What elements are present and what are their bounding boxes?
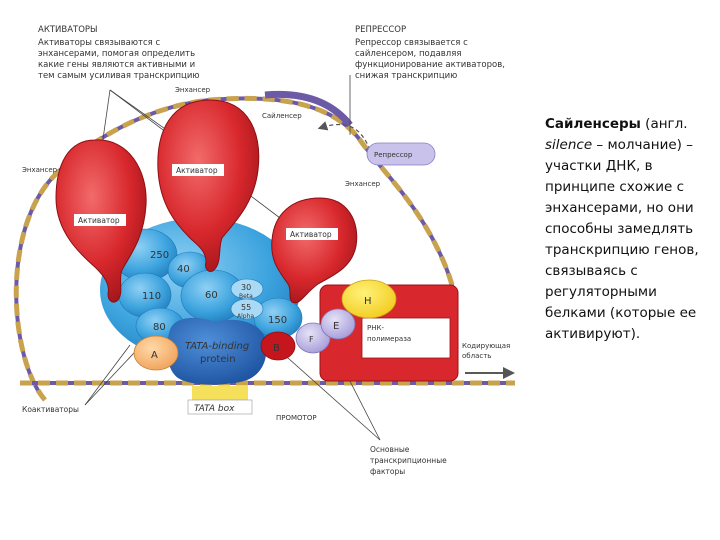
- definition-part-1: (англ.: [640, 116, 688, 132]
- repressor-line-3: функционирование активаторов,: [355, 60, 505, 70]
- activator-right-label: Активатор: [290, 230, 332, 239]
- basic-factors-label-3: факторы: [370, 467, 405, 476]
- repressor-arrow: [317, 121, 371, 151]
- repressor: [366, 142, 436, 166]
- subunit-30: 30: [241, 283, 251, 292]
- activators-title: АКТИВАТОРЫ: [38, 25, 98, 35]
- subunit-alpha-label: Alpha: [237, 313, 254, 320]
- subunit-150: 150: [268, 315, 287, 326]
- activator-center-label: Активатор: [176, 166, 218, 175]
- subunit-80: 80: [153, 322, 166, 333]
- repressor-line-1: Репрессор связывается с: [355, 38, 468, 48]
- coding-region-label-1: Кодирующая: [462, 342, 510, 350]
- transcription-regulation-diagram: АКТИВАТОРЫ Активаторы связываются с энха…: [13, 25, 515, 476]
- subunit-60: 60: [205, 290, 218, 301]
- factor-f-label: F: [309, 335, 314, 344]
- factor-e-label: E: [333, 321, 339, 332]
- activators-line-3: какие гены являются активными и: [38, 60, 195, 70]
- promoter-label: ПРОМОТОР: [276, 414, 317, 422]
- factor-a: [133, 335, 179, 371]
- factor-h-label: H: [364, 296, 372, 307]
- activator-right-label-bg: [286, 228, 338, 240]
- tata-binding-protein: [166, 317, 267, 385]
- silencer-label: Сайленсер: [262, 112, 302, 120]
- activator-left-label-bg: [74, 214, 126, 226]
- activator-center-label-bg: [172, 164, 224, 176]
- subunit-40: 40: [177, 264, 190, 275]
- enhancer-top-label: Энхансер: [175, 86, 211, 94]
- tbp-label-2: protein: [200, 354, 236, 365]
- subunit-250: 250: [150, 250, 169, 261]
- activator-right: [271, 197, 358, 304]
- tata-box: [192, 386, 248, 400]
- rna-polymerase-inner: [361, 317, 451, 359]
- basic-factors-label-1: Основные: [370, 445, 410, 454]
- silencer-definition: Сайленсеры (англ. silence – молчание) – …: [545, 114, 715, 345]
- basic-factors-label-2: транскрипционные: [370, 456, 447, 465]
- definition-italic-word: silence: [545, 137, 593, 153]
- subunit-alpha: [230, 298, 264, 320]
- silencer-region: [264, 90, 353, 128]
- coactivators-label: Коактиваторы: [22, 405, 79, 414]
- activator-left-label: Активатор: [78, 216, 120, 225]
- factor-h: [341, 279, 397, 319]
- factor-a-label: A: [151, 350, 158, 361]
- rna-polymerase-label-1: РНК-: [367, 324, 384, 332]
- subunit-110: 110: [142, 291, 161, 302]
- coding-region-label-2: область: [462, 352, 491, 360]
- tata-box-label: TATA box: [194, 404, 235, 414]
- definition-part-2: – молчание) – участки ДНК, в принципе сх…: [545, 137, 699, 342]
- factor-b-label: B: [273, 343, 280, 354]
- repressor-title: РЕПРЕССОР: [355, 25, 406, 35]
- enhancer-left-label: Энхансер: [22, 166, 58, 174]
- activator-center: [157, 99, 260, 273]
- dna-strand: [13, 95, 515, 402]
- subunit-55: 55: [241, 303, 251, 312]
- silencer-term: Сайленсеры: [545, 116, 641, 132]
- repressor-label: Репрессор: [374, 151, 413, 159]
- repressor-line-2: сайленсером, подавляя: [355, 49, 461, 59]
- factor-b: [260, 331, 296, 361]
- activators-line-2: энхансерами, помогая определить: [38, 49, 195, 59]
- activators-line-1: Активаторы связываются с: [38, 38, 160, 48]
- repressor-line-4: снижая транскрипцию: [355, 71, 457, 81]
- enhancer-right-label: Энхансер: [345, 180, 381, 188]
- rna-polymerase-label-2: полимераза: [367, 335, 411, 343]
- tata-box-label-bg: [187, 399, 253, 415]
- subunit-beta-label: Beta: [239, 293, 253, 300]
- activators-line-4: тем самым усиливая транскрипцию: [38, 71, 200, 81]
- factor-e: [320, 308, 356, 340]
- factor-f: [295, 322, 331, 354]
- tbp-label-1: TATA-binding: [185, 341, 249, 352]
